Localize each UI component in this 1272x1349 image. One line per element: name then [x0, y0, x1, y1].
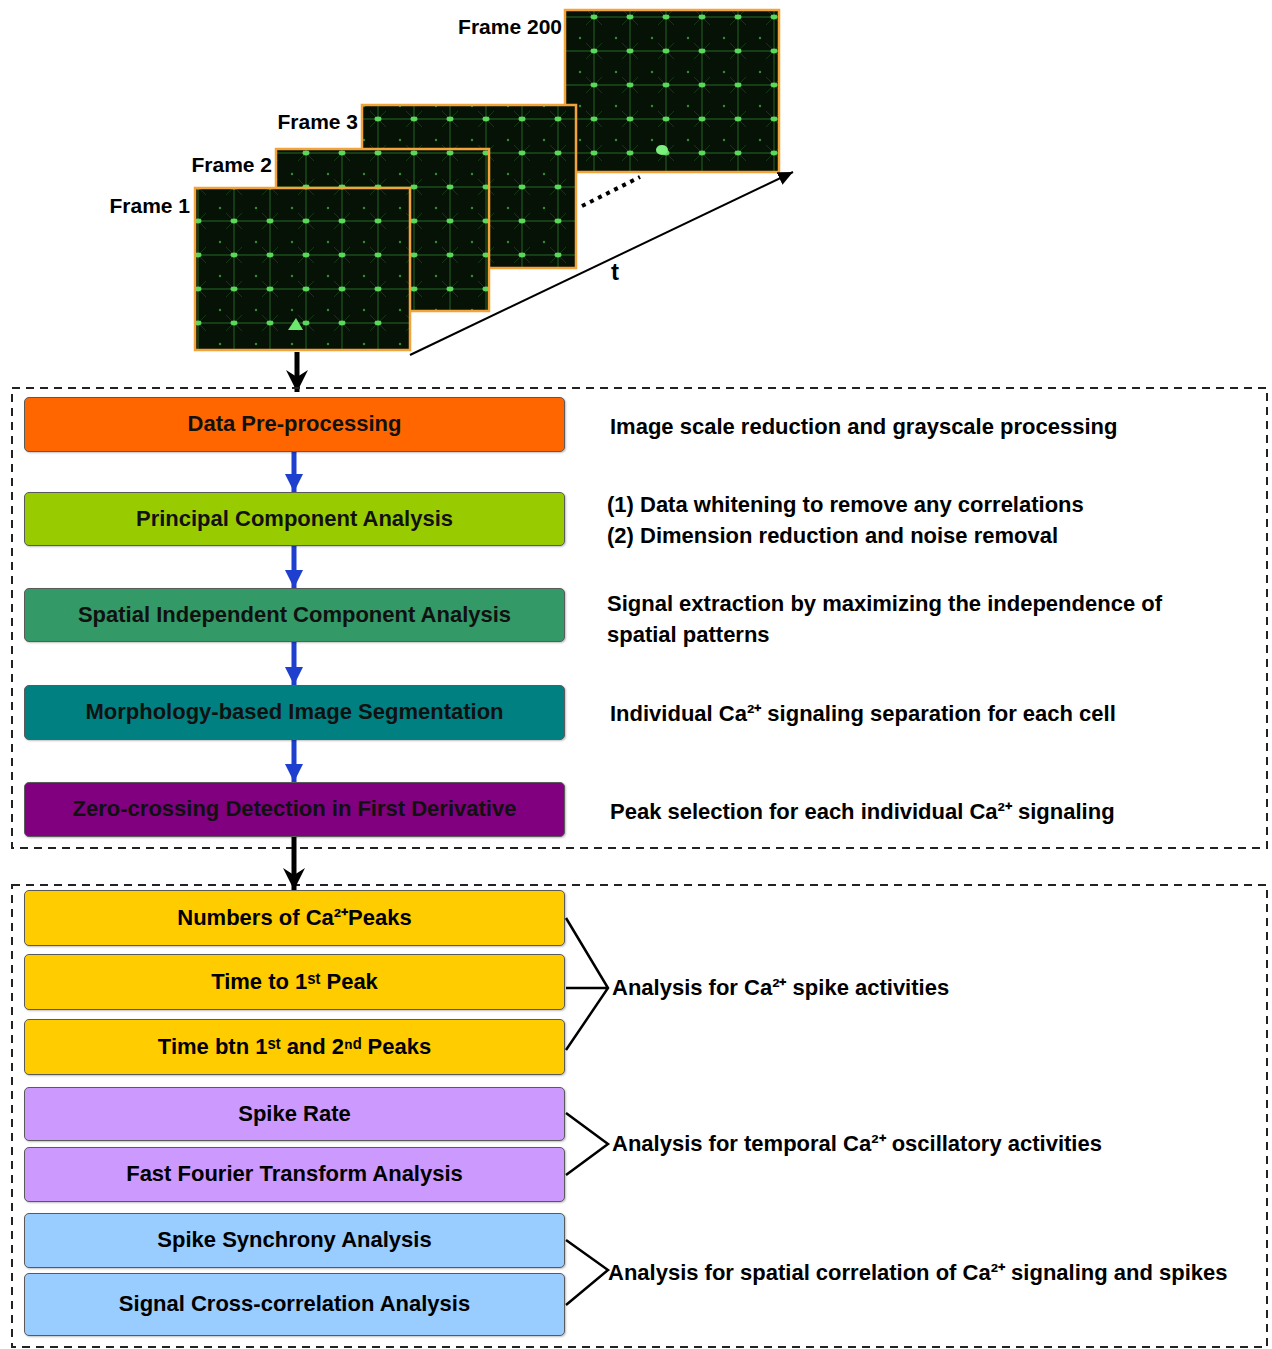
process-box: Spike Rate	[24, 1087, 565, 1141]
annotation: Individual Ca²⁺ signaling separation for…	[610, 699, 1116, 730]
bracket	[566, 1113, 608, 1175]
annotation: Peak selection for each individual Ca²⁺ …	[610, 797, 1115, 828]
bracket	[566, 1240, 608, 1305]
image-frame	[565, 10, 779, 172]
box-label: Principal Component Analysis	[136, 506, 453, 532]
frame-label: Frame 1	[109, 191, 190, 220]
flow-arrow	[292, 740, 297, 782]
process-box: Principal Component Analysis	[24, 492, 565, 546]
process-box: Data Pre-processing	[24, 397, 565, 452]
annotation: Signal extraction by maximizing the inde…	[607, 589, 1232, 651]
bracket	[566, 918, 608, 1050]
process-box: Spike Synchrony Analysis	[24, 1213, 565, 1268]
box-label: Spike Rate	[238, 1101, 351, 1127]
annotation: Analysis for Ca²⁺ spike activities	[612, 973, 949, 1004]
box-label: Signal Cross-correlation Analysis	[119, 1291, 470, 1317]
process-box: Time to 1ˢᵗ Peak	[24, 954, 565, 1010]
frame-label: Frame 3	[277, 107, 358, 136]
frame-label: Frame 2	[191, 150, 272, 179]
box-label: Zero-crossing Detection in First Derivat…	[73, 796, 517, 822]
image-frame	[195, 188, 410, 350]
process-box: Fast Fourier Transform Analysis	[24, 1147, 565, 1202]
box-label: Data Pre-processing	[188, 411, 402, 437]
process-box: Time btn 1ˢᵗ and 2ⁿᵈ Peaks	[24, 1019, 565, 1075]
process-box: Signal Cross-correlation Analysis	[24, 1273, 565, 1336]
annotation: Analysis for spatial correlation of Ca²⁺…	[608, 1258, 1258, 1289]
flow-arrow	[295, 352, 300, 392]
bright-cell	[656, 145, 668, 155]
box-label: Spike Synchrony Analysis	[157, 1227, 431, 1253]
dotted-continuation	[582, 177, 640, 206]
box-label: Morphology-based Image Segmentation	[85, 699, 503, 725]
flow-arrow	[292, 837, 297, 890]
bright-cell	[288, 318, 303, 330]
process-box: Spatial Independent Component Analysis	[24, 588, 565, 642]
box-label: Time btn 1ˢᵗ and 2ⁿᵈ Peaks	[158, 1034, 431, 1060]
box-label: Time to 1ˢᵗ Peak	[211, 969, 378, 995]
annotation: Analysis for temporal Ca²⁺ oscillatory a…	[612, 1129, 1102, 1160]
annotation: Image scale reduction and grayscale proc…	[610, 412, 1117, 443]
annotation: (1) Data whitening to remove any correla…	[607, 490, 1084, 521]
flow-arrow	[292, 452, 297, 492]
dashed-group	[12, 885, 1267, 1347]
box-label: Numbers of Ca²⁺Peaks	[177, 905, 411, 931]
frame-label: Frame 200	[458, 12, 562, 41]
process-box: Morphology-based Image Segmentation	[24, 685, 565, 740]
flow-arrow	[292, 642, 297, 685]
frame-label: t	[611, 255, 619, 289]
flow-arrow	[292, 546, 297, 588]
annotation: (2) Dimension reduction and noise remova…	[607, 521, 1058, 552]
process-box: Zero-crossing Detection in First Derivat…	[24, 782, 565, 837]
dashed-group	[12, 388, 1267, 848]
box-label: Spatial Independent Component Analysis	[78, 602, 511, 628]
time-axis	[410, 172, 793, 355]
box-label: Fast Fourier Transform Analysis	[126, 1161, 463, 1187]
process-box: Numbers of Ca²⁺Peaks	[24, 890, 565, 946]
